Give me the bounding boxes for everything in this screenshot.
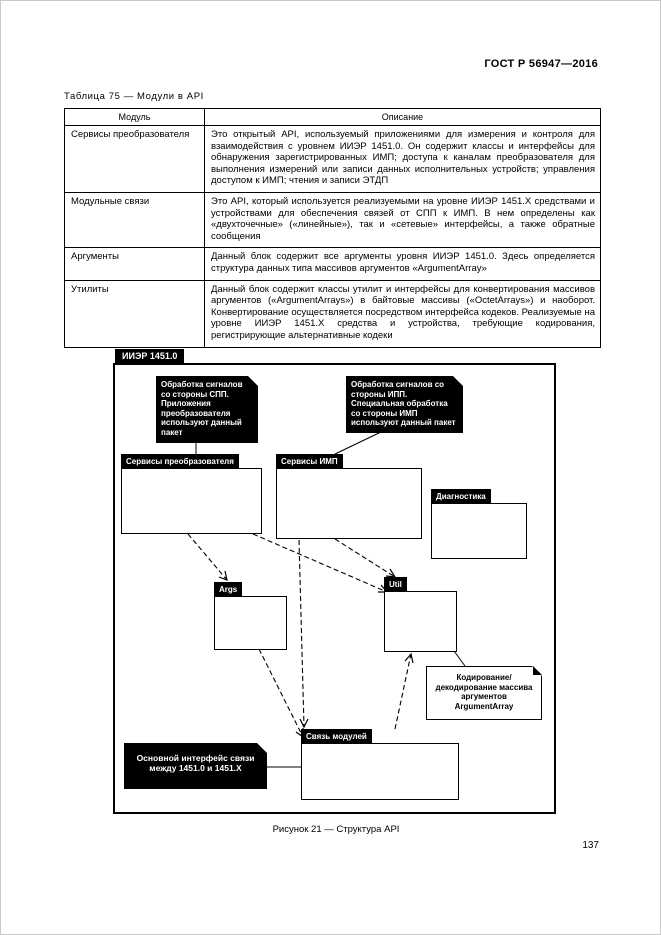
module-name: Аргументы (64, 247, 205, 281)
package-body (301, 743, 459, 800)
note-text: Обработка сигналов со стороны СПП. Прило… (161, 380, 243, 437)
folded-corner-icon (248, 376, 258, 386)
package-body (214, 596, 287, 650)
package-tab: Связь модулей (301, 729, 372, 743)
package-tab: Сервисы ИМП (276, 454, 343, 468)
column-header-module: Модуль (64, 108, 205, 126)
module-name: Модульные связи (64, 191, 205, 249)
note-spp-handling: Обработка сигналов со стороны СПП. Прило… (156, 376, 258, 443)
package-tab: Util (384, 577, 407, 591)
module-description: Данный блок содержит все аргументы уровн… (204, 247, 601, 281)
page-number: 137 (582, 840, 599, 851)
module-description: Данный блок содержит классы утилит и инт… (204, 279, 601, 348)
note-main-interface: Основной интерфейс связи между 1451.0 и … (124, 743, 267, 789)
doc-header: ГОСТ Р 56947—2016 (484, 58, 598, 70)
package-body (431, 503, 527, 559)
module-description: Это открытый API, используемый приложени… (204, 125, 601, 193)
folded-corner-icon (257, 743, 267, 753)
table-row: Сервисы преобразователя Это открытый API… (64, 125, 601, 193)
module-description: Это API, который используется реализуемы… (204, 191, 601, 249)
package-transducer-services: Сервисы преобразователя (121, 454, 262, 534)
package-body (276, 468, 422, 539)
folded-corner-icon (533, 666, 542, 675)
modules-table: Модуль Описание Сервисы преобразователя … (64, 108, 601, 348)
table-row: Аргументы Данный блок содержит все аргум… (64, 247, 601, 281)
package-util: Util (384, 577, 457, 652)
table-caption: Таблица 75 — Модули в API (64, 91, 204, 102)
note-text: Обработка сигналов со стороны ИПП. Специ… (351, 380, 456, 428)
note-ipp-handling: Обработка сигналов со стороны ИПП. Специ… (346, 376, 463, 433)
module-name: Утилиты (64, 279, 205, 348)
package-tab: Сервисы преобразователя (121, 454, 239, 468)
table-row: Утилиты Данный блок содержит классы утил… (64, 279, 601, 348)
package-module-communication: Связь модулей (301, 729, 459, 800)
table-row: Модульные связи Это API, который использ… (64, 191, 601, 249)
table-header-row: Модуль Описание (64, 108, 601, 126)
note-codec: Кодирование/ декодирование массива аргум… (426, 666, 542, 720)
note-text: Основной интерфейс связи между 1451.0 и … (136, 753, 255, 773)
package-body (121, 468, 262, 534)
package-tab: Диагностика (431, 489, 491, 503)
frame-label: ИИЭР 1451.0 (115, 349, 185, 364)
package-tim-services: Сервисы ИМП (276, 454, 422, 539)
figure-caption: Рисунок 21 — Структура API (272, 824, 400, 835)
column-header-description: Описание (204, 108, 601, 126)
package-args: Args (214, 582, 287, 650)
package-body (384, 591, 457, 652)
package-tab: Args (214, 582, 243, 596)
api-structure-diagram: ИИЭР 1451.0 Обработка сигналов со сторон… (113, 349, 559, 817)
folded-corner-icon (453, 376, 463, 386)
module-name: Сервисы преобразователя (64, 125, 205, 193)
package-diagnostics: Диагностика (431, 489, 527, 559)
note-text: Кодирование/ декодирование массива аргум… (435, 673, 533, 711)
